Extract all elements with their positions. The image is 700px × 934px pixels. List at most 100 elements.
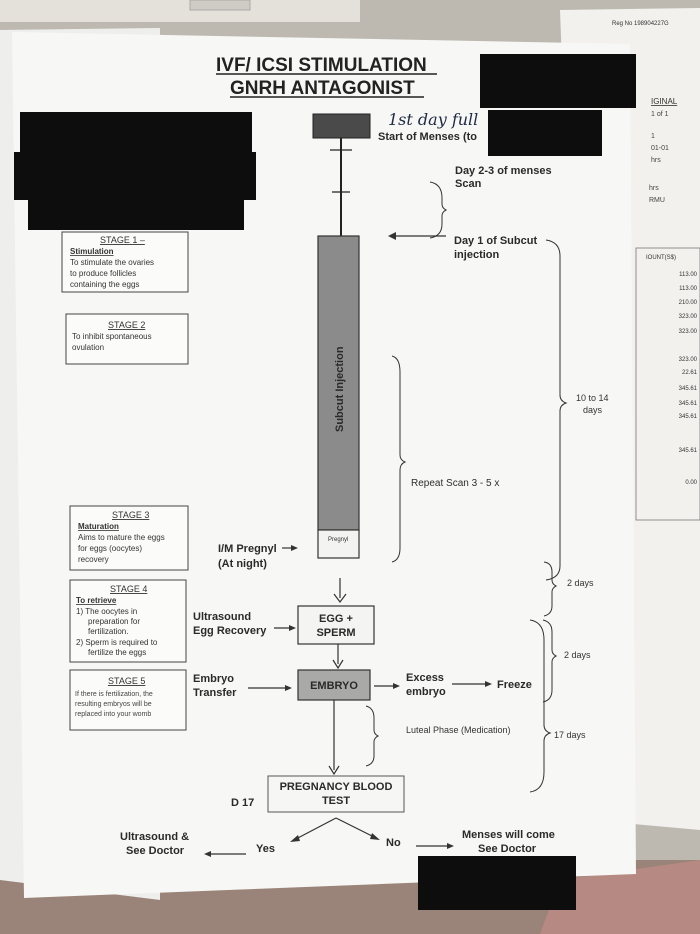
no-label: No (386, 837, 401, 849)
yes-label: Yes (256, 843, 275, 855)
embryo-transfer-arrowhead (285, 685, 292, 691)
receipt-amount-header: IOUNT(S$) (646, 255, 676, 261)
stage-line: To stimulate the ovaries (70, 258, 154, 267)
receipt-amount: 345.61 (679, 414, 698, 420)
receipt-amount: 210.00 (679, 300, 698, 306)
two-days-bracket-a (543, 561, 558, 617)
receipt-amount: 323.00 (679, 357, 698, 363)
two-days-label-b: 2 days (564, 650, 591, 660)
subcut-label-line2: injection (454, 249, 500, 261)
redaction-block (20, 112, 252, 152)
stage-subtitle: Stimulation (70, 247, 114, 256)
redactions (14, 54, 636, 910)
stage-line: Aims to mature the eggs (78, 533, 165, 542)
menses-block (312, 113, 371, 139)
repeat-scan-bracket (391, 355, 407, 563)
receipt-line: hrs (649, 185, 659, 192)
receipt-amount: 345.61 (679, 448, 698, 454)
scan-label-line1: Day 2-3 of menses (455, 165, 552, 177)
egg-sperm-box (297, 605, 375, 645)
receipt-amount: 113.00 (679, 286, 698, 292)
receipt-line: 1 (651, 133, 655, 140)
stage-line: 1) The oocytes in (76, 607, 137, 616)
ultrasound-label-line2: Egg Recovery (193, 625, 267, 637)
stage-line: preparation for (88, 617, 140, 626)
stage-line: recovery (78, 555, 109, 564)
pregnancy-test-label-line1: PREGNANCY BLOOD (280, 781, 393, 793)
subcut-label-line1: Day 1 of Subcut (454, 235, 537, 247)
handwritten-note: 1st day full (388, 110, 478, 129)
d17-label: D 17 (231, 797, 254, 809)
freeze-arrowhead (485, 681, 492, 687)
receipt-amount: 345.61 (679, 386, 698, 392)
no-branch-line (335, 817, 377, 839)
receipt-line: IGINAL (651, 97, 678, 106)
stage-2-box: STAGE 2 To inhibit spontaneous ovulation (65, 313, 189, 365)
stage-title: STAGE 2 (108, 320, 145, 330)
stage-line: fertilize the eggs (88, 648, 146, 657)
page-title-line1: IVF/ ICSI STIMULATION (216, 55, 427, 76)
receipt-table-frame (635, 247, 700, 521)
redaction-block (418, 856, 576, 910)
redaction-block (14, 152, 256, 200)
embryo-transfer-label-line2: Transfer (193, 687, 237, 699)
stage-line: ovulation (72, 343, 104, 352)
receipt-amount: 345.61 (679, 401, 698, 407)
im-pregnyl-label-line2: (At night) (218, 558, 267, 570)
stage-title: STAGE 1 – (100, 235, 145, 245)
redaction-block (488, 110, 602, 156)
stage-line: to produce follicles (70, 269, 136, 278)
stage-box-frame (69, 505, 189, 571)
ultrasound-arrowhead (289, 625, 296, 631)
receipt-line: hrs (651, 157, 661, 164)
menses-doctor-label-line2: See Doctor (478, 843, 537, 855)
yes-branch-line (293, 817, 337, 841)
embryo-box (297, 669, 371, 701)
subcut-bar-label: Subcut Injection (334, 346, 346, 432)
ultrasound-doctor-label-line2: See Doctor (126, 845, 185, 857)
receipt-amount: 323.00 (679, 329, 698, 335)
receipt-amount: 22.61 (682, 370, 698, 376)
ten-to-14-label-line1: 10 to 14 (576, 393, 609, 403)
stage-subtitle: Maturation (78, 522, 119, 531)
receipt-panel: IGINAL 1 of 1 1 01-01 hrs hrs RMU IOUNT(… (635, 97, 700, 521)
stage-box-frame (65, 313, 189, 365)
two-days-bracket-b (542, 619, 558, 703)
excess-arrowhead (393, 683, 400, 689)
receipt-line: RMU (649, 197, 665, 204)
stage-title: STAGE 4 (110, 584, 147, 594)
stage-line: resulting embryos will be (75, 701, 152, 708)
stage-line: If there is fertilization, the (75, 691, 153, 698)
im-pregnyl-label-line1: I/M Pregnyl (218, 543, 277, 555)
ten-to-14-label-line2: days (583, 405, 603, 415)
two-days-label-a: 2 days (567, 578, 594, 588)
stage-title: STAGE 5 (108, 676, 145, 686)
top-paper-tab (189, 0, 251, 11)
stage-title: STAGE 3 (112, 510, 149, 520)
stage-line: fertilization. (88, 627, 128, 636)
redaction-block (28, 196, 244, 230)
freeze-label: Freeze (497, 679, 532, 691)
luteal-bracket (365, 705, 380, 767)
pregnancy-test-box (267, 775, 405, 813)
stage-line: 2) Sperm is required to (76, 638, 158, 647)
stage-box-frame (61, 231, 189, 293)
top-paper (0, 0, 360, 22)
embryo-label: EMBRYO (310, 680, 358, 692)
stage-line: for eggs (oocytes) (78, 544, 142, 553)
receipt-amount: 323.00 (679, 314, 698, 320)
stage-box-frame (69, 579, 187, 663)
yes-arrowhead (204, 851, 211, 857)
receipt-amounts: 113.00113.00210.00323.00323.00323.0022.6… (679, 272, 698, 486)
down-arrowhead (332, 659, 344, 670)
reg-number: Reg No 198904227G (612, 21, 669, 27)
ultrasound-label-line1: Ultrasound (193, 611, 251, 623)
yes-branch-arrowhead (290, 835, 300, 842)
im-pregnyl-arrowhead (291, 545, 298, 551)
down-arrowhead (328, 765, 340, 776)
stage-5-box: STAGE 5 If there is fertilization, the r… (69, 669, 187, 731)
stage-box-frame (69, 669, 187, 731)
stage-subtitle: To retrieve (76, 596, 117, 605)
down-arrowhead (333, 593, 347, 603)
